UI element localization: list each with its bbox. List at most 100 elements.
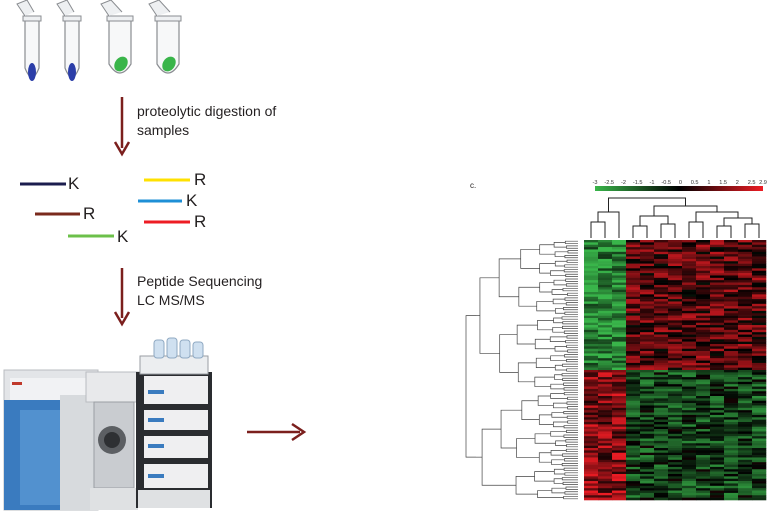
heatmap-cell — [752, 320, 767, 324]
heatmap-cell — [710, 367, 725, 371]
heatmap-cell — [710, 346, 725, 350]
heatmap-cell — [626, 358, 641, 361]
heatmap-cell — [752, 412, 767, 416]
heatmap-cell — [738, 419, 753, 423]
heatmap-cell — [682, 438, 697, 442]
heatmap-cell — [598, 414, 613, 418]
heatmap-cell — [752, 303, 767, 307]
heatmap-cell — [598, 353, 613, 357]
heatmap-cell — [584, 280, 599, 283]
heatmap-cell — [738, 426, 753, 430]
heatmap-cell — [696, 306, 711, 309]
heatmap-cell — [752, 270, 767, 274]
heatmap-cell — [752, 370, 767, 373]
heatmap-cell — [612, 247, 627, 250]
heatmap-cell — [654, 351, 669, 354]
heatmap-cell — [738, 273, 753, 276]
heatmap-cell — [626, 261, 641, 264]
heatmap-cell — [598, 445, 613, 449]
heatmap-cell — [724, 313, 739, 316]
heatmap-cell — [584, 270, 599, 274]
heatmap-cell — [598, 320, 613, 324]
heatmap-cell — [696, 358, 711, 361]
heatmap-cell — [668, 362, 683, 366]
heatmap-cell — [584, 299, 599, 302]
heatmap-cell — [654, 431, 669, 435]
heatmap-cell — [584, 365, 599, 368]
heatmap-cell — [682, 273, 697, 276]
heatmap-cell — [654, 464, 669, 468]
heatmap-cell — [710, 443, 725, 446]
heatmap-cell — [738, 457, 753, 461]
heatmap-cell — [682, 426, 697, 430]
heatmap-cell — [640, 452, 655, 456]
heatmap-cell — [626, 344, 641, 347]
sample-tube-2 — [56, 0, 82, 81]
heatmap-cell — [752, 478, 767, 482]
heatmap-cell — [682, 365, 697, 368]
heatmap-cell — [598, 327, 613, 331]
heatmap-cell — [654, 492, 669, 496]
heatmap-cell — [654, 261, 669, 264]
heatmap-cell — [598, 403, 613, 406]
heatmap-cell — [598, 469, 613, 472]
heatmap-cell — [724, 261, 739, 264]
heatmap-cell — [724, 346, 739, 350]
heatmap-cell — [654, 355, 669, 359]
heatmap-cell — [738, 495, 753, 498]
heatmap-cell — [612, 355, 627, 359]
heatmap-cell — [598, 289, 613, 293]
heatmap-cell — [710, 336, 725, 340]
heatmap-cell — [682, 325, 697, 328]
heatmap-cell — [654, 256, 669, 260]
heatmap-cell — [752, 277, 767, 281]
heatmap-cell — [752, 344, 767, 347]
heatmap-cell — [682, 358, 697, 361]
heatmap-cell — [654, 244, 669, 248]
heatmap-cell — [612, 301, 627, 305]
heatmap-cell — [724, 488, 739, 491]
peptide-6-terminal: R — [194, 212, 207, 231]
heatmap-cell — [626, 353, 641, 357]
heatmap-cell — [738, 353, 753, 357]
heatmap-cell — [626, 270, 641, 274]
heatmap-cell — [724, 426, 739, 430]
heatmap-cell — [668, 384, 683, 387]
heatmap-cell — [668, 273, 683, 276]
heatmap-cell — [626, 258, 641, 262]
heatmap-cell — [668, 358, 683, 361]
heatmap-cell — [612, 448, 627, 451]
heatmap-cell — [626, 299, 641, 302]
heatmap-cell — [654, 306, 669, 309]
heatmap-cell — [738, 240, 753, 243]
heatmap-cell — [654, 471, 669, 475]
heatmap-cell — [696, 240, 711, 243]
heatmap-cell — [682, 280, 697, 283]
heatmap-cell — [668, 379, 683, 383]
heatmap-cell — [724, 353, 739, 357]
heatmap-cell — [612, 431, 627, 435]
heatmap-cell — [710, 450, 725, 454]
heatmap-cell — [598, 490, 613, 494]
heatmap-cell — [584, 370, 599, 373]
heatmap-cell — [612, 398, 627, 402]
heatmap-cell — [668, 419, 683, 423]
heatmap-cell — [752, 436, 767, 439]
heatmap-cell — [640, 469, 655, 472]
heatmap-cell — [654, 488, 669, 491]
heatmap-cell — [640, 495, 655, 498]
heatmap-cell — [682, 455, 697, 458]
heatmap-cell — [612, 445, 627, 449]
heatmap-cell — [654, 301, 669, 305]
heatmap-cell — [696, 374, 711, 378]
heatmap-cell — [626, 315, 641, 319]
heatmap-cell — [752, 419, 767, 423]
heatmap-cell — [738, 365, 753, 368]
heatmap-cell — [682, 299, 697, 302]
heatmap-cell — [710, 440, 725, 444]
heatmap-cell — [710, 459, 725, 463]
heatmap-cell — [710, 431, 725, 435]
scale-tick-label: -1 — [649, 180, 654, 186]
heatmap-cell — [696, 455, 711, 458]
heatmap-cell — [598, 476, 613, 480]
